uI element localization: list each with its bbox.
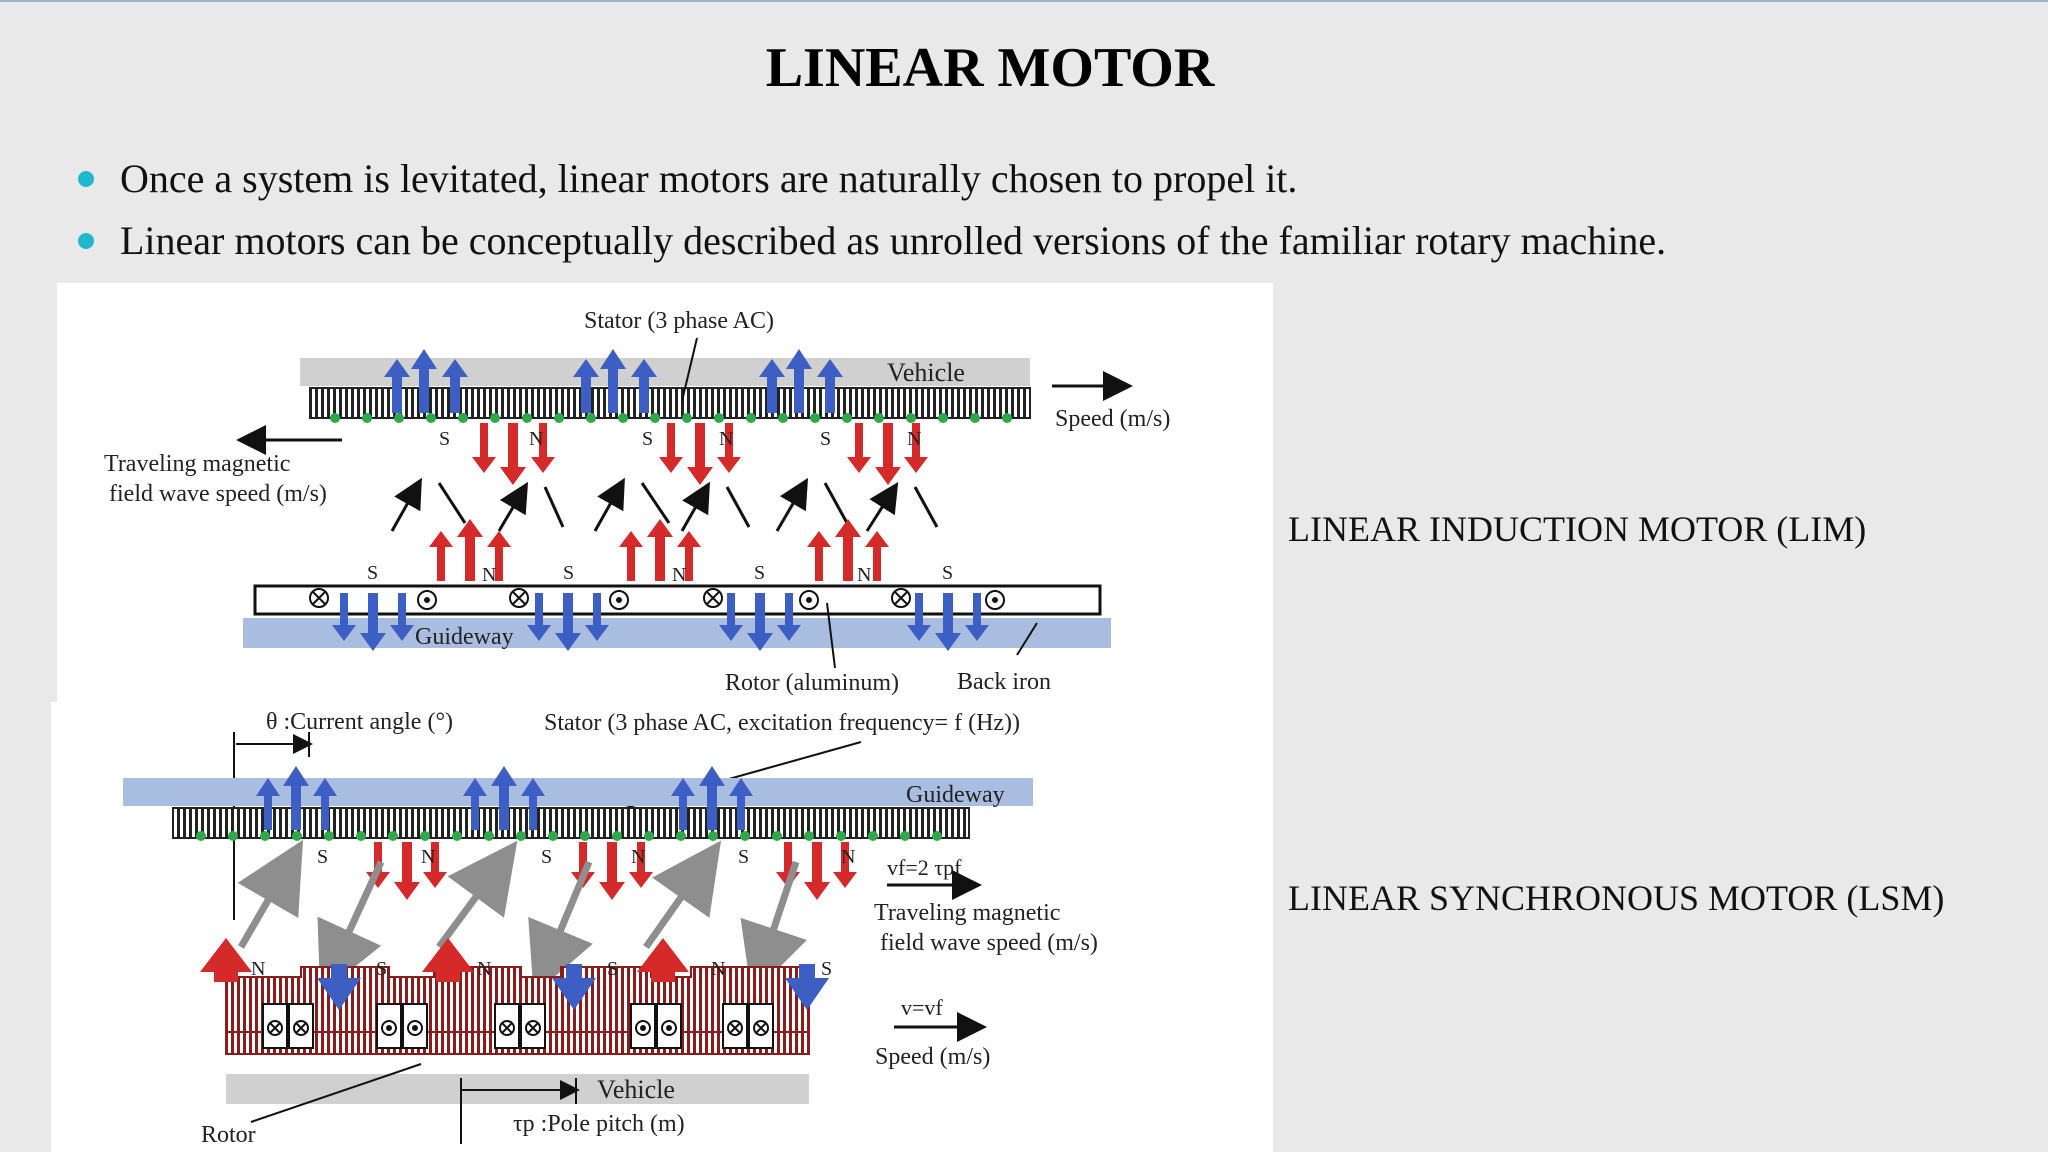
lsm-lower-poles: N S N S N S [251,958,832,980]
pole-s-label: S [317,846,328,868]
lim-side-label: LINEAR INDUCTION MOTOR (LIM) [1288,509,1867,549]
pole-n-label: N [477,958,491,980]
lim-backiron-label: Back iron [957,669,1051,695]
lim-diagram: Vehicle Stator (3 phase AC) S [57,283,1273,703]
top-border [0,0,2048,2]
pole-n-label: N [631,846,645,868]
pole-n-label: N [421,846,435,868]
lim-upper-poles: S N S N S N [439,428,921,450]
pole-s-label: S [563,562,574,584]
lsm-wave-label-1: Traveling magnetic [874,900,1060,926]
bullet-text: Once a system is levitated, linear motor… [120,156,1298,201]
bullet-dot-icon [78,233,94,249]
lsm-stator [172,807,970,839]
lsm-vehicle-label: Vehicle [597,1075,675,1104]
lsm-stator-coils [196,831,942,841]
lsm-red-up-arrows [200,938,689,982]
pole-n-label: N [857,564,871,586]
lim-speed-label: Speed (m/s) [1055,406,1170,432]
pole-s-label: S [642,428,653,450]
pole-s-label: S [376,958,387,980]
bullet-item: Once a system is levitated, linear motor… [72,148,1972,210]
lim-diagram-svg: Vehicle Stator (3 phase AC) S [104,308,1170,696]
lim-rotor-leader [826,602,836,669]
lsm-diagram-svg: θ :Current angle (°) Stator (3 phase AC,… [123,709,1098,1148]
pole-s-label: S [367,562,378,584]
lsm-guideway-label: Guideway [906,782,1005,808]
pole-n-label: N [711,958,725,980]
lim-wave-label-2: field wave speed (m/s) [109,481,327,507]
lim-current-symbols [309,588,1005,610]
bullet-list: Once a system is levitated, linear motor… [72,148,1972,272]
bullet-item: Linear motors can be conceptually descri… [72,210,1972,272]
pole-n-label: N [719,428,733,450]
lim-backiron-leader [1016,622,1038,656]
lsm-rotor-leader [250,1063,422,1123]
pole-n-label: N [841,846,855,868]
lsm-coil-currents [267,1020,769,1036]
pole-s-label: S [820,428,831,450]
lim-rotor-label: Rotor (aluminum) [725,670,899,696]
lsm-blue-down-arrows [317,964,829,1010]
lsm-pitch-label: τp :Pole pitch (m) [513,1111,685,1137]
bullet-text: Linear motors can be conceptually descri… [120,218,1667,263]
lim-vehicle-label: Vehicle [887,358,965,387]
lim-lower-poles: S N S N S N S [367,562,953,586]
lim-blue-down-arrows [332,593,989,651]
pole-s-label: S [738,846,749,868]
lsm-speed-label: Speed (m/s) [875,1044,990,1070]
lsm-v-label: v=vf [901,995,943,1020]
lim-stator [309,387,1031,419]
lsm-stator-label: Stator (3 phase AC, excitation frequency… [544,710,1020,736]
lsm-upper-poles: S N S N S N [317,846,855,868]
lim-guideway-label: Guideway [415,624,514,650]
lim-stator-coils [330,413,1012,423]
pole-n-label: N [529,428,543,450]
pole-s-label: S [607,958,618,980]
bullet-dot-icon [78,171,94,187]
lim-field-lines [390,477,939,532]
lim-wave-label-1: Traveling magnetic [104,451,290,477]
pole-n-label: N [672,564,686,586]
lsm-vf-label: vf=2 τpf [887,855,962,880]
lim-guideway [243,618,1111,648]
lim-red-up-arrows [429,519,889,581]
slide-title: LINEAR MOTOR [765,37,1215,99]
lim-stator-label: Stator (3 phase AC) [584,308,774,334]
pole-s-label: S [754,562,765,584]
lsm-angle-label: θ :Current angle (°) [266,709,453,735]
lsm-field-arrows [237,839,807,996]
lsm-diagram: θ :Current angle (°) Stator (3 phase AC,… [51,702,1273,1152]
lsm-rotor-label: Rotor [201,1122,256,1148]
pole-s-label: S [821,958,832,980]
lim-stator-leader [681,337,698,402]
lsm-side-label: LINEAR SYNCHRONOUS MOTOR (LSM) [1288,878,1945,918]
lim-blue-up-arrows [384,349,843,413]
lsm-wave-label-2: field wave speed (m/s) [880,930,1098,956]
pole-n-label: N [251,958,265,980]
lsm-blue-up-arrows [256,766,753,830]
pole-s-label: S [439,428,450,450]
lim-rotor-plate [253,584,1102,616]
pole-s-label: S [942,562,953,584]
lim-red-down-arrows [472,423,928,485]
pole-n-label: N [907,428,921,450]
pole-s-label: S [541,846,552,868]
pole-n-label: N [482,564,496,586]
